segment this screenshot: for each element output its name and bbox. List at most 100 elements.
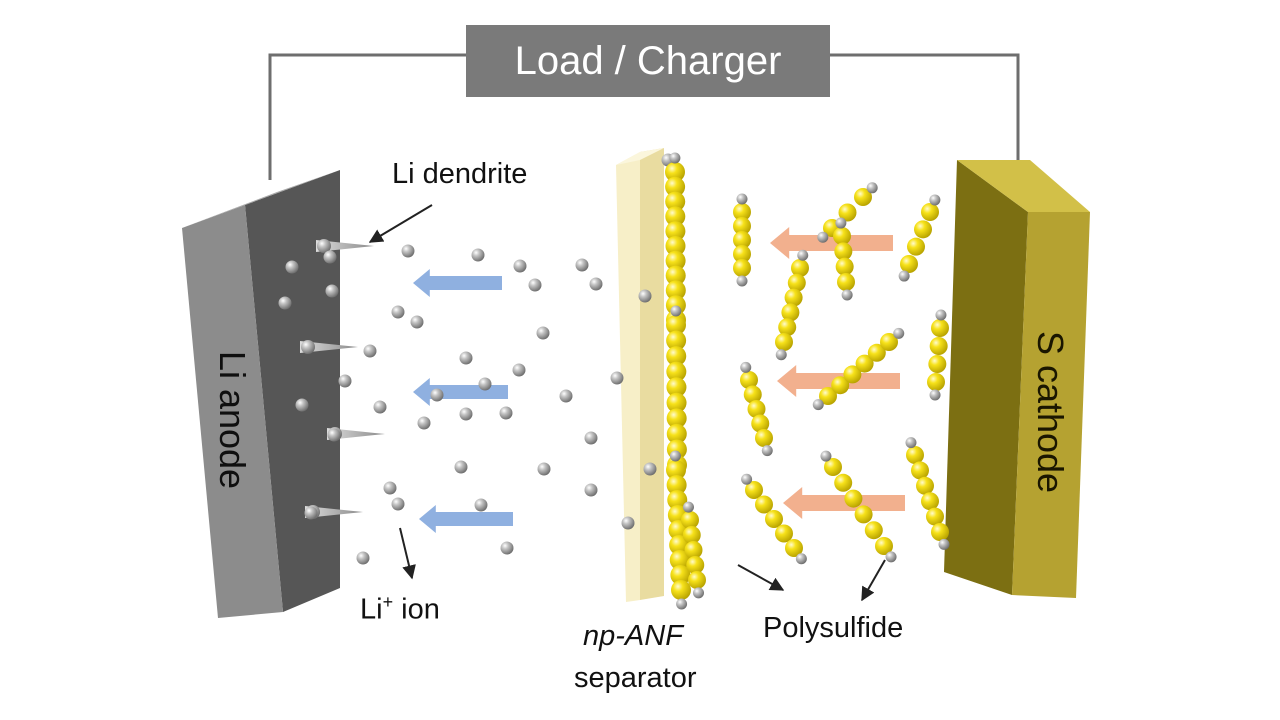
polysulfide-chain	[666, 450, 691, 610]
yellow-sphere-icon	[854, 505, 873, 524]
yellow-sphere-icon	[781, 303, 800, 322]
yellow-sphere-icon	[819, 387, 837, 405]
yellow-sphere-icon	[666, 408, 687, 429]
li-ion-icon	[454, 460, 468, 474]
li-ion-icon	[536, 326, 550, 340]
polysulfide-chain	[927, 309, 949, 401]
yellow-sphere-icon	[837, 273, 855, 291]
li-ion-icon	[430, 388, 444, 402]
yellow-sphere-icon	[747, 400, 766, 418]
li-ion-icon	[356, 551, 370, 565]
dendrite-base-icon	[301, 340, 315, 354]
polysulfide-chain	[820, 450, 897, 563]
li-ion-icon	[323, 250, 337, 264]
orange-arrow-left-icon	[783, 487, 905, 519]
s-cathode-label: S cathode	[1030, 330, 1071, 494]
li-ion-icon	[537, 462, 551, 476]
li-ion-icon	[584, 483, 598, 497]
li-ions	[278, 153, 675, 565]
yellow-sphere-icon	[733, 203, 751, 221]
yellow-sphere-icon	[834, 242, 853, 261]
li-ion-icon	[327, 428, 341, 442]
li-ion-icon	[643, 462, 657, 476]
grey-sphere-icon	[741, 473, 753, 485]
yellow-sphere-icon	[833, 227, 851, 245]
separator-side-face	[640, 148, 664, 600]
grey-sphere-icon	[812, 399, 824, 411]
cathode-top-face	[957, 160, 1090, 212]
grey-sphere-icon	[797, 249, 809, 261]
li-ion-icon	[363, 344, 377, 358]
li-ion-icon	[499, 406, 513, 420]
li-ion-icon	[474, 498, 488, 512]
anode-side-face	[245, 170, 340, 612]
polysulfide-chains	[665, 152, 950, 610]
polysulfide-label: Polysulfide	[763, 612, 904, 644]
yellow-sphere-icon	[733, 217, 751, 235]
li-ion-icon	[459, 351, 473, 365]
yellow-sphere-icon	[665, 191, 686, 212]
li-ion-icon	[383, 481, 397, 495]
li-ion-label-charge: +	[382, 592, 394, 612]
s-cathode	[944, 160, 1090, 598]
yellow-sphere-icon	[667, 490, 688, 510]
np-anf-separator	[616, 148, 664, 602]
yellow-sphere-icon	[785, 539, 803, 557]
li-ion-icon	[417, 416, 431, 430]
polysulfide-chain	[740, 361, 773, 457]
yellow-sphere-icon	[929, 337, 948, 355]
yellow-sphere-icon	[931, 319, 949, 337]
li-ion-icon	[325, 284, 339, 298]
yellow-sphere-icon	[733, 245, 751, 263]
li-ion-icon	[410, 315, 424, 329]
li-ion-icon	[513, 259, 527, 273]
load-charger-label: Load / Charger	[466, 25, 830, 97]
grey-sphere-icon	[898, 270, 910, 282]
yellow-sphere-icon	[666, 315, 686, 335]
dendrite-spike-icon	[300, 341, 358, 353]
yellow-sphere-icon	[665, 176, 686, 197]
yellow-sphere-icon	[670, 565, 691, 585]
dendrite-spike-icon	[305, 506, 363, 518]
separator-label-line2: separator	[574, 662, 697, 694]
yellow-sphere-icon	[745, 481, 763, 499]
yellow-sphere-icon	[751, 414, 770, 433]
yellow-sphere-icon	[666, 392, 687, 413]
yellow-sphere-icon	[906, 446, 924, 464]
yellow-sphere-icon	[665, 250, 686, 271]
li-ion-icon	[638, 289, 652, 303]
grey-sphere-icon	[682, 501, 694, 513]
yellow-sphere-icon	[907, 237, 925, 256]
yellow-sphere-icon	[666, 361, 687, 382]
grey-sphere-icon	[740, 361, 752, 373]
separator-pointer	[737, 564, 785, 591]
polysulfide-chain	[741, 473, 807, 565]
yellow-sphere-icon	[666, 475, 687, 495]
yellow-sphere-icon	[914, 220, 932, 239]
li-dendrite-label: Li dendrite	[392, 158, 528, 190]
yellow-sphere-icon	[864, 521, 883, 540]
yellow-sphere-icon	[666, 330, 687, 351]
yellow-sphere-icon	[831, 376, 850, 395]
dendrite-base-icon	[317, 239, 331, 253]
grey-sphere-icon	[669, 450, 681, 462]
grey-sphere-icon	[736, 275, 748, 287]
blue-arrow-left-icon	[413, 378, 508, 406]
yellow-sphere-icon	[665, 236, 686, 256]
yellow-sphere-icon	[665, 206, 686, 227]
separator-top-face	[616, 148, 664, 165]
yellow-sphere-icon	[928, 355, 947, 373]
yellow-sphere-icon	[784, 288, 803, 307]
polysulfide-chain	[898, 194, 941, 282]
li-ion-icon	[512, 363, 526, 377]
li-ion-label-tail: ion	[393, 593, 440, 626]
polysulfide-pointer	[861, 559, 886, 602]
yellow-sphere-icon	[834, 473, 853, 492]
yellow-sphere-icon	[916, 476, 934, 495]
yellow-sphere-icon	[791, 259, 809, 277]
li-ion-icon	[589, 277, 603, 291]
li-anode	[182, 170, 340, 618]
yellow-sphere-icon	[669, 550, 690, 570]
li-ion-icon	[459, 407, 473, 421]
